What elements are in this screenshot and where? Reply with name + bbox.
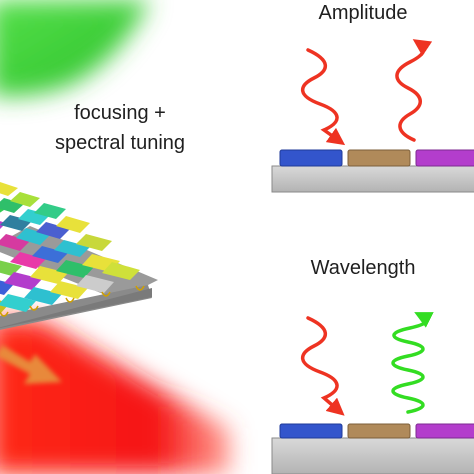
caption-line-2: spectral tuning: [54, 132, 186, 154]
amplitude-label: Amplitude: [318, 2, 408, 24]
metasurface-array: [0, 182, 158, 330]
incident-red-wave: [301, 48, 346, 146]
caption-text: focusing + spectral tuning: [20, 98, 220, 158]
green-beam: [0, 0, 150, 97]
pixel-grid: [0, 182, 140, 314]
reflected-red-wave: [395, 39, 433, 142]
amplitude-panel: [271, 39, 474, 193]
amplitude-substrate: [271, 149, 474, 193]
caption-line-1: focusing +: [74, 102, 166, 124]
red-beam: [0, 320, 230, 474]
orange-arrow: [0, 345, 62, 384]
reflected-green-wave: [391, 312, 434, 414]
wavelength-panel: [271, 312, 474, 474]
incident-red-wave-2: [301, 316, 345, 416]
wavelength-substrate: [271, 423, 474, 474]
wavelength-label: Wavelength: [310, 257, 416, 279]
